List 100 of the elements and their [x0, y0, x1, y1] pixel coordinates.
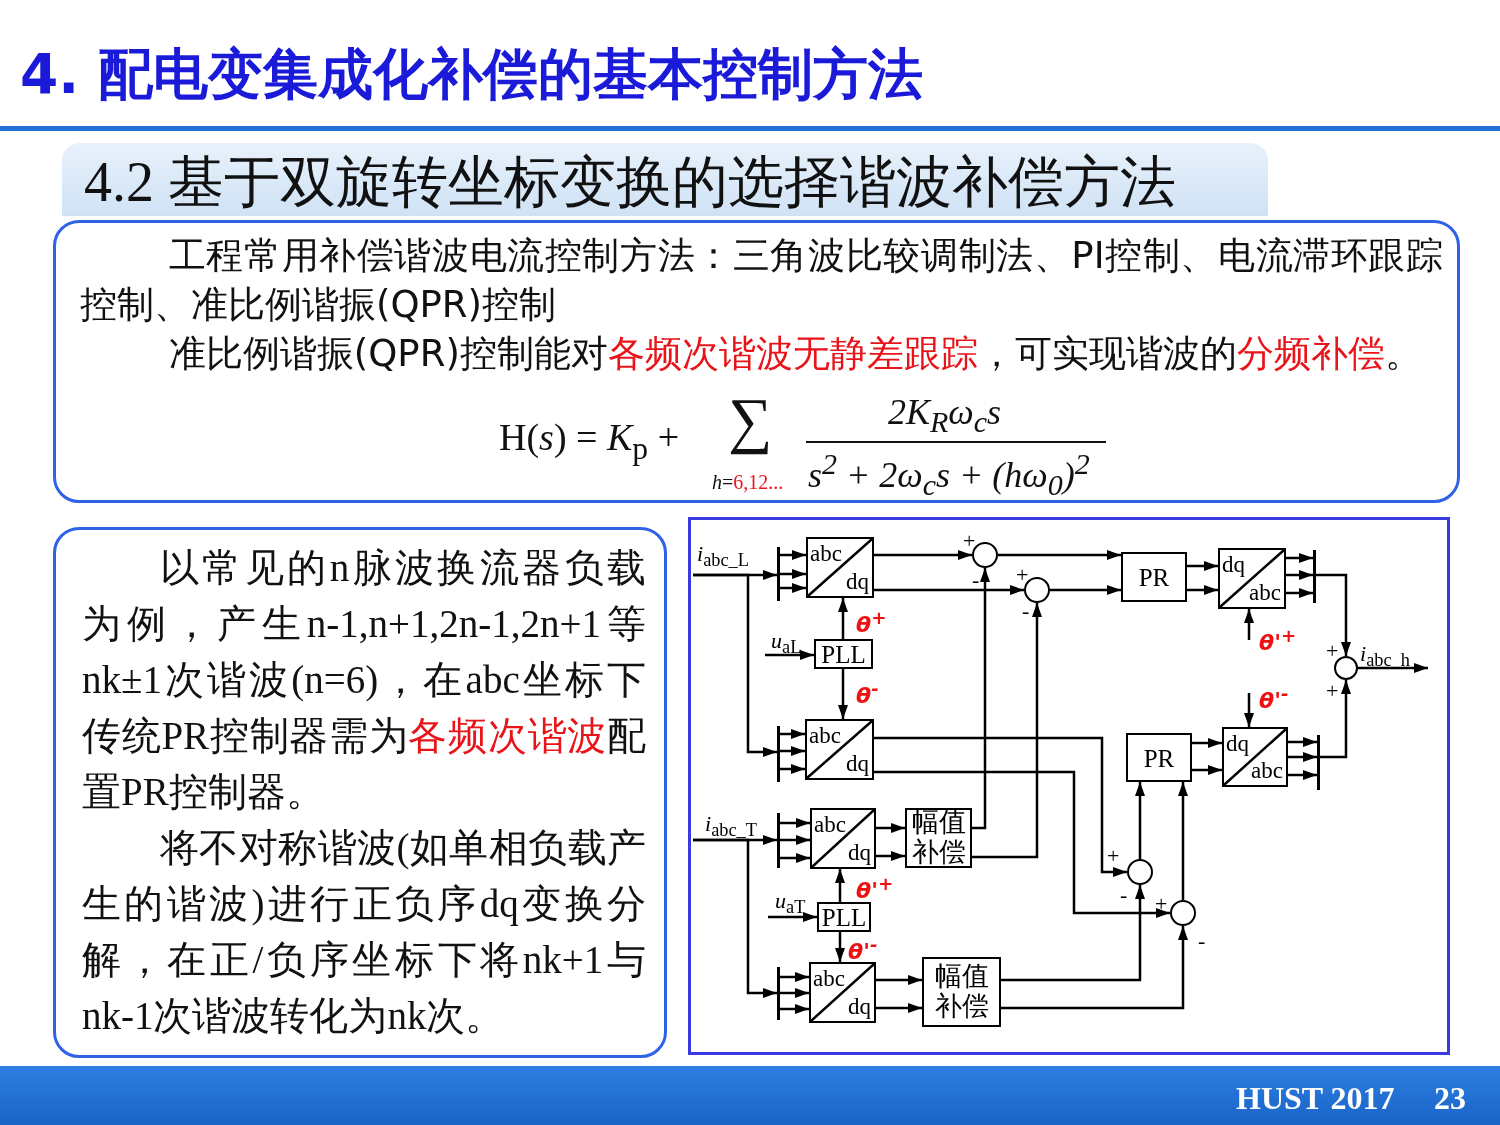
arrow: [838, 598, 848, 639]
arrow: [876, 823, 905, 833]
arrow: [768, 912, 817, 922]
amplitude-compensation-block: [922, 957, 1001, 1027]
signal-label: i$_{abc_T}$: [705, 813, 757, 840]
formula-text: H(s) = K$_{p}$ +: [499, 415, 680, 467]
text-panel: [53, 527, 667, 1058]
angle-label: θ'$^{-}$: [848, 934, 878, 965]
arrow: [972, 603, 1042, 859]
block-label: abc: [809, 724, 841, 747]
sign-label: -: [1198, 930, 1206, 952]
arrow: [1316, 573, 1351, 656]
angle-label: θ'$^{+}$: [1259, 625, 1297, 656]
arrow: [780, 988, 809, 998]
formula-text: h=6,12...: [712, 471, 784, 494]
arrow: [1244, 609, 1254, 640]
arrow: [874, 550, 972, 560]
block-label: PR: [1137, 564, 1171, 590]
formula-denominator: s$^{2}$ + 2ω$_{c}$s + (hω$_{0}$)$^{2}$: [808, 447, 1090, 503]
angle-label: θ$^{+}$: [856, 607, 887, 638]
formula-numerator: 2K$_{R}$ω$_{c}$s: [888, 391, 1002, 440]
arrow: [780, 569, 806, 579]
arrow: [1001, 926, 1188, 1010]
transform-block: [1222, 727, 1288, 787]
arrow: [780, 853, 810, 863]
transform-block: [810, 808, 876, 869]
block-label: PR: [1142, 745, 1176, 770]
block-label: abc: [813, 967, 845, 990]
arrow: [1244, 693, 1254, 727]
arrow: [1288, 770, 1317, 780]
block-label: dq: [848, 995, 871, 1018]
arrow: [693, 573, 777, 757]
transform-block: [1218, 548, 1286, 609]
body-text: 准比例谐振(QPR)控制能对各频次谐波无静差跟踪，可实现谐波的分频补偿。: [167, 331, 1423, 377]
block-label: PLL: [820, 904, 868, 930]
bus-bar: [1313, 550, 1316, 603]
arrow: [780, 583, 806, 593]
arrow: [1178, 782, 1188, 900]
bus-bar: [777, 813, 780, 868]
arrow: [838, 669, 848, 719]
block-label: dq: [846, 570, 869, 593]
arrow: [1187, 585, 1218, 595]
arrow: [876, 851, 905, 861]
sign-label: +: [1155, 893, 1168, 915]
signal-label: u$_{aT}$: [775, 890, 806, 917]
footer-text: 23: [1434, 1080, 1466, 1117]
block-label: abc: [814, 813, 846, 836]
arrow: [874, 736, 1127, 877]
block-label: PLL: [820, 641, 867, 667]
sign-label: +: [1326, 680, 1339, 702]
arrow: [876, 975, 922, 985]
block-label: abc: [810, 542, 842, 565]
arrow: [1288, 737, 1317, 747]
summing-junction: [1334, 656, 1358, 680]
arrow: [780, 550, 806, 560]
arrow: [780, 746, 805, 756]
bus-bar: [777, 547, 780, 601]
transform-block: [809, 962, 876, 1023]
arrow: [1286, 553, 1313, 563]
arrow: [1001, 885, 1145, 982]
sign-label: -: [972, 569, 980, 591]
arrow: [1135, 782, 1145, 859]
body-text: 以常见的n脉波换流器负载为例，产生n-1,n+1,2n-1,2n+1等nk±1次谐波(n=6)，在abc坐标下传统PR控制器需为各频次谐波配置PR控制器。: [82, 545, 646, 815]
arrow: [1320, 680, 1351, 759]
subtitle-band: [62, 143, 1268, 216]
arrow: [780, 835, 810, 845]
summing-junction: [1127, 859, 1153, 885]
block-label: 幅值补偿: [910, 808, 967, 868]
arrow: [876, 1003, 922, 1013]
sign-label: +: [1107, 845, 1120, 867]
arrow: [780, 818, 810, 828]
arrow: [1192, 765, 1222, 775]
bus-bar: [777, 967, 780, 1020]
block-label: abc: [1249, 581, 1281, 604]
arrow: [1288, 752, 1317, 762]
footer-bar: [0, 1066, 1500, 1125]
arrow: [1192, 738, 1222, 748]
body-text: 工程常用补偿谐波电流控制方法：三角波比较调制法、PI控制、电流滞环跟踪控制、准比例谐振(QPR)控制: [80, 233, 1443, 328]
sign-label: -: [1022, 600, 1030, 622]
arrow: [1358, 663, 1428, 673]
block-label: 幅值补偿: [933, 962, 990, 1022]
arrow: [874, 585, 1024, 595]
footer-text: HUST 2017: [1236, 1080, 1395, 1117]
arrow: [874, 770, 1170, 918]
block-label: dq: [1222, 553, 1245, 576]
transform-block: [806, 537, 874, 598]
transform-block: [805, 719, 874, 780]
arrow: [972, 568, 990, 830]
arrow: [780, 729, 805, 739]
summing-junction: [1170, 900, 1196, 926]
bus-bar: [1317, 735, 1320, 790]
angle-label: θ$^{-}$: [856, 678, 879, 709]
arrow: [1187, 561, 1218, 571]
angle-label: θ'$^{-}$: [1259, 683, 1289, 714]
diagram-frame: [688, 517, 1450, 1055]
text-panel: [53, 220, 1460, 503]
pr-controller-block: [1121, 552, 1187, 602]
bus-bar: [777, 726, 780, 782]
arrow: [1050, 585, 1121, 595]
block-label: dq: [848, 841, 871, 864]
